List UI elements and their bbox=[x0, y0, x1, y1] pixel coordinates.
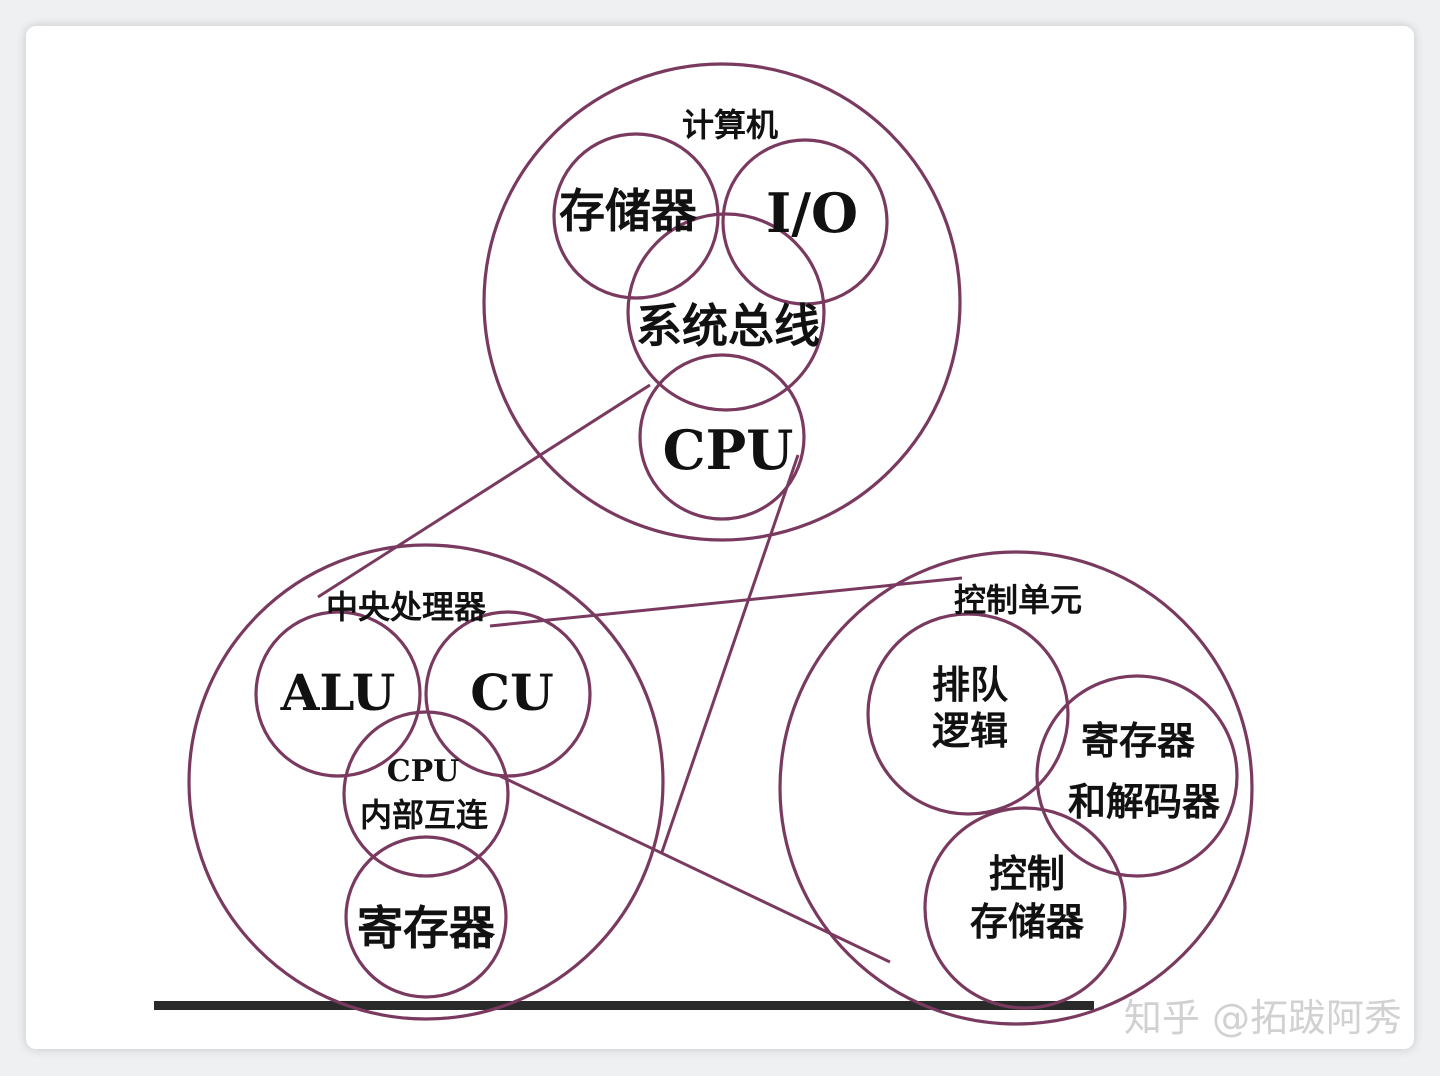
zoom-line-cu-top bbox=[489, 576, 963, 628]
watermark: 知乎 @拓跋阿秀 bbox=[1124, 996, 1402, 1040]
control-unit-title: 控制单元 bbox=[954, 581, 1082, 619]
queue-logic-circle bbox=[866, 612, 1070, 816]
cu-label: CU bbox=[470, 663, 553, 722]
reg-decoder-line1: 寄存器 bbox=[1081, 718, 1196, 763]
registers-circle bbox=[344, 835, 508, 999]
zoom-line-cpu-left bbox=[317, 383, 651, 599]
interconnect-label-line1: CPU bbox=[387, 754, 460, 789]
reg-decoder-circle bbox=[1035, 674, 1239, 878]
io-label: I/O bbox=[766, 181, 858, 245]
memory-circle bbox=[552, 132, 720, 300]
system-bus-label: 系统总线 bbox=[636, 299, 820, 353]
alu-label: ALU bbox=[280, 663, 396, 722]
computer-title: 计算机 bbox=[682, 106, 778, 144]
queue-logic-line1: 排队 bbox=[932, 662, 1009, 707]
memory-label: 存储器 bbox=[559, 184, 698, 238]
io-circle bbox=[721, 138, 889, 306]
cpu-label: CPU bbox=[663, 418, 794, 482]
zoom-line-cpu-right bbox=[660, 454, 800, 853]
reg-decoder-line2: 和解码器 bbox=[1068, 779, 1221, 824]
diagram-card bbox=[26, 26, 1414, 1049]
system-bus-circle bbox=[626, 212, 826, 412]
control-memory-line2: 存储器 bbox=[970, 899, 1085, 944]
interconnect-circle bbox=[342, 710, 510, 878]
cpu-detail-circle bbox=[187, 543, 665, 1021]
control-unit-circle bbox=[778, 550, 1254, 1026]
queue-logic-line2: 逻辑 bbox=[932, 708, 1008, 753]
zoom-line-cu-bottom bbox=[499, 774, 891, 964]
computer-circle bbox=[482, 62, 962, 542]
registers-label: 寄存器 bbox=[357, 901, 496, 955]
cu-circle bbox=[424, 610, 592, 778]
interconnect-label-line2: 内部互连 bbox=[360, 796, 488, 834]
baseline-bar bbox=[154, 1001, 1094, 1010]
cpu-circle bbox=[638, 353, 806, 521]
alu-circle bbox=[254, 610, 422, 778]
control-memory-line1: 控制 bbox=[989, 851, 1065, 896]
cpu-detail-title: 中央处理器 bbox=[326, 588, 487, 626]
control-memory-circle bbox=[923, 806, 1127, 1010]
